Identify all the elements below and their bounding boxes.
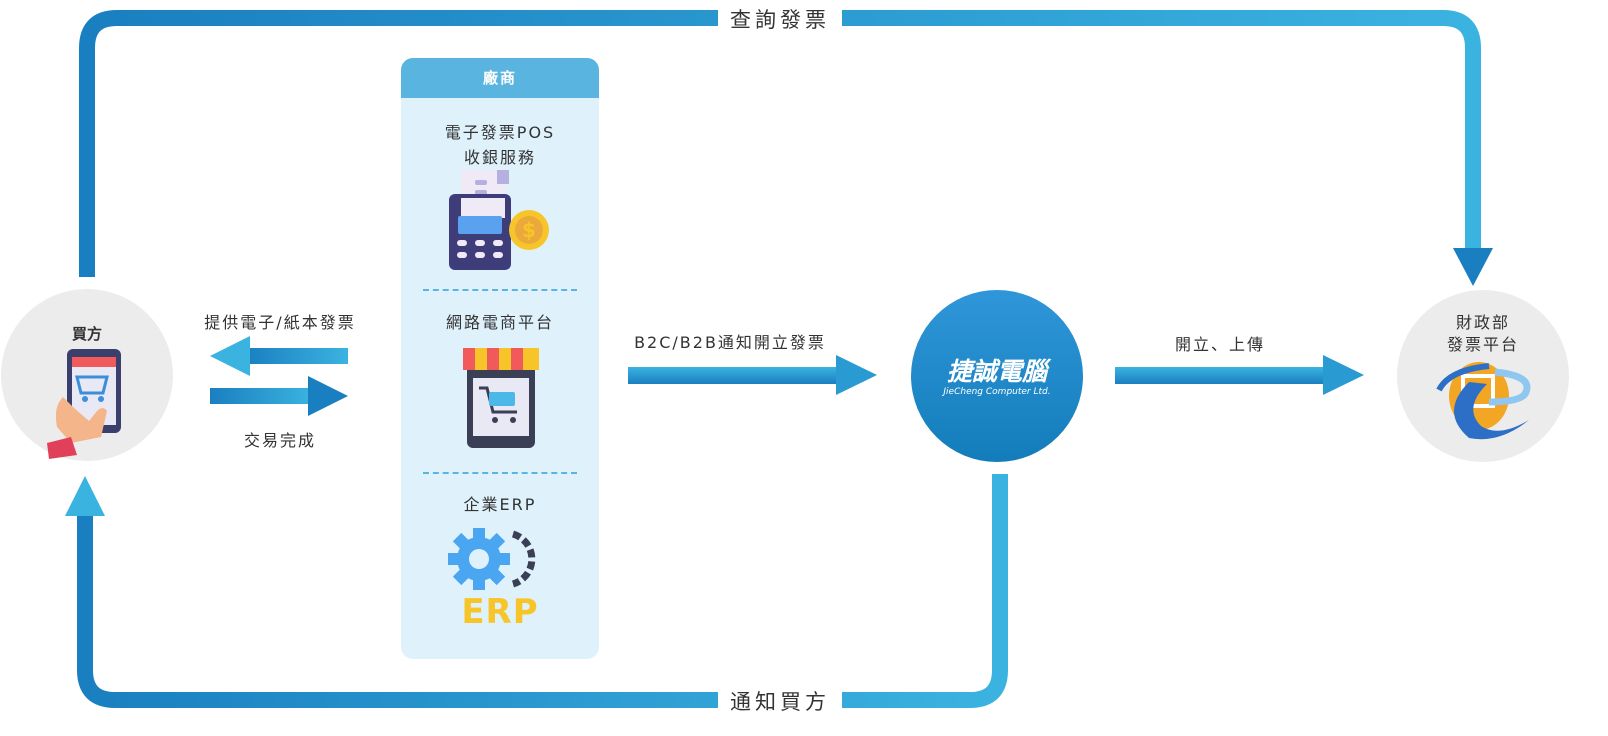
pos-terminal-icon: $ [449,170,549,270]
ecommerce-title: 網路電商平台 [445,313,554,332]
buyer-label: 買方 [71,325,102,343]
left-arrow [210,336,348,376]
erp-title: 企業ERP [463,495,537,514]
b2c-notify-label: B2C/B2B通知開立發票 [634,333,826,352]
b2c-arrow [628,355,877,395]
top-loop-arrowhead [1453,248,1493,286]
upload-arrow [1115,355,1364,395]
bottom-loop-label: 通知買方 [718,686,842,716]
bottom-loop-arrowhead [65,476,105,516]
upload-label: 開立、上傳 [1174,335,1265,354]
vendor-header: 廠商 [401,58,599,98]
provide-invoice-label: 提供電子/紙本發票 [204,313,356,332]
pos-title-line2: 收銀服務 [463,148,536,167]
mof-line2: 發票平台 [1446,335,1519,354]
mof-node: 財政部 發票平台 [1397,290,1569,462]
vendor-panel: 廠商 電子發票POS 收銀服務 $ 網路電商平台 企業ERP ERP [401,58,599,659]
ecommerce-store-icon [463,348,539,448]
mof-einvoice-logo-icon [1436,362,1531,440]
provider-node: 捷誠電腦 JieCheng Computer Ltd. [911,290,1083,462]
erp-icon-text: ERP [461,592,539,632]
gear-icon [448,528,536,590]
pos-title-line1: 電子發票POS [444,123,556,142]
provider-subtitle: JieCheng Computer Ltd. [943,387,1051,397]
top-loop-label: 查詢發票 [718,4,842,34]
transaction-complete-label: 交易完成 [243,431,316,450]
provider-logo-name: 捷誠電腦 [946,357,1047,386]
top-loop-line [79,10,1481,277]
right-arrow [210,376,348,416]
divider [423,289,577,291]
mof-line1: 財政部 [1455,313,1510,332]
phone-shopping-icon [47,349,121,459]
divider [423,472,577,474]
buyer-node: 買方 [1,289,173,461]
bottom-loop-line [77,474,1008,708]
svg-text:$: $ [522,218,536,242]
